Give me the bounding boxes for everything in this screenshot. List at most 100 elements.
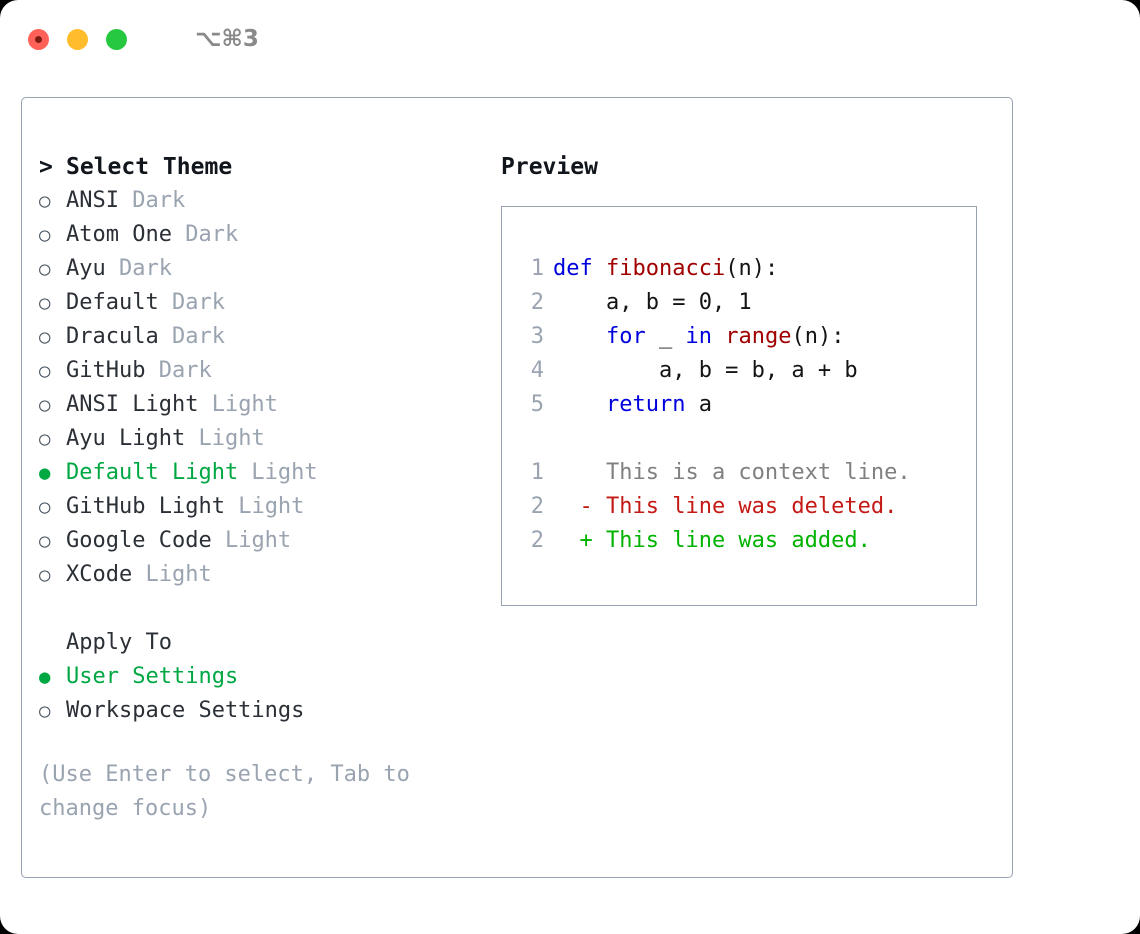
apply-to-option-label: Workspace Settings: [66, 698, 305, 723]
theme-list: ○ANSI Dark○Atom One Dark○Ayu Dark○Defaul…: [39, 184, 479, 592]
diff-line-ctx: 1 This is a context line.: [518, 456, 970, 490]
theme-option-default[interactable]: ○ Default Dark: [39, 286, 479, 320]
apply-to-option-workspace-settings[interactable]: ○Workspace Settings: [39, 694, 479, 728]
select-theme-heading: > Select Theme: [39, 150, 479, 184]
code-token-fn: fibonacci: [605, 256, 726, 281]
radio-selected-icon: ●: [39, 462, 51, 484]
theme-option-atom-one[interactable]: ○Atom One Dark: [39, 218, 479, 252]
theme-option-ansi[interactable]: ○ ANSI Dark: [39, 184, 479, 218]
close-button[interactable]: [28, 28, 49, 50]
theme-option-ayu-light[interactable]: ○ Ayu Light Light: [39, 422, 479, 456]
diff-text: This is a context line.: [605, 460, 911, 485]
theme-option-variant: Dark: [118, 188, 186, 213]
code-token-txt: (n):: [725, 256, 779, 281]
line-number: 2: [530, 528, 544, 553]
radio-unselected-icon: ○: [39, 292, 51, 314]
radio-unselected-icon: ○: [39, 394, 51, 416]
code-line: 2 a, b = 0, 1: [518, 286, 970, 320]
theme-option-variant: Dark: [171, 222, 239, 247]
theme-option-variant: Dark: [158, 324, 225, 349]
radio-selected-icon: ●: [39, 666, 51, 688]
radio-unselected-icon: ○: [39, 326, 51, 348]
theme-option-label: ANSI: [66, 188, 119, 213]
maximize-button[interactable]: [106, 28, 127, 50]
theme-option-github-light[interactable]: ○GitHub Light Light: [39, 490, 479, 524]
diff-line-add: 2 + This line was added.: [518, 524, 970, 558]
theme-option-ansi-light[interactable]: ○ ANSI Light Light: [39, 388, 479, 422]
code-token-txt: _: [645, 324, 686, 349]
theme-option-label: Default Light: [66, 460, 239, 485]
code-line: 3 for _ in range(n):: [518, 320, 970, 354]
radio-unselected-icon: ○: [39, 360, 51, 382]
theme-option-google-code[interactable]: ○Google Code Light: [39, 524, 479, 558]
code-token-txt: a: [685, 392, 712, 417]
theme-option-label: Ayu Light: [66, 426, 186, 451]
theme-option-label: Ayu: [66, 256, 106, 281]
radio-unselected-icon: ○: [39, 258, 51, 280]
theme-option-label: Google Code: [66, 528, 212, 553]
list-spacer: [39, 592, 479, 626]
code-token-kw: in: [685, 324, 726, 349]
radio-unselected-icon: ○: [39, 224, 51, 246]
theme-option-variant: Light: [198, 392, 278, 417]
line-number: 2: [530, 494, 544, 519]
keyboard-shortcut-label: ⌥⌘3: [195, 26, 259, 52]
theme-option-label: XCode: [66, 562, 133, 587]
theme-option-dracula[interactable]: ○ Dracula Dark: [39, 320, 479, 354]
code-blank-line: [518, 422, 970, 456]
apply-to-option-user-settings[interactable]: ● User Settings: [39, 660, 479, 694]
theme-option-variant: Light: [185, 426, 265, 451]
line-number: 1: [530, 460, 544, 485]
code-token-txt: [553, 320, 606, 354]
minimize-button[interactable]: [67, 28, 88, 50]
line-number: 1: [530, 256, 544, 281]
theme-option-variant: Dark: [158, 290, 225, 315]
theme-option-label: ANSI Light: [66, 392, 199, 417]
apply-to-option-label: User Settings: [66, 664, 239, 689]
theme-option-variant: Light: [238, 460, 318, 485]
theme-option-variant: Light: [211, 528, 292, 553]
code-line: 4 a, b = b, a + b: [518, 354, 970, 388]
theme-option-ayu[interactable]: ○ Ayu Dark: [39, 252, 479, 286]
apply-to-heading: Apply To: [39, 626, 479, 660]
radio-unselected-icon: ○: [39, 428, 51, 450]
radio-unselected-icon: ○: [39, 190, 51, 212]
theme-option-label: Dracula: [66, 324, 159, 349]
diff-marker: [553, 456, 606, 490]
theme-selection-column: > Select Theme ○ANSI Dark○Atom One Dark○…: [39, 150, 479, 826]
theme-option-label: Default: [66, 290, 159, 315]
title-bar: ⌥⌘3: [0, 0, 1140, 78]
theme-option-variant: Dark: [105, 256, 172, 281]
code-token-txt: [553, 388, 606, 422]
theme-option-xcode[interactable]: ○XCode Light: [39, 558, 479, 592]
diff-marker: -: [553, 494, 606, 519]
code-token-kw: return: [605, 392, 686, 417]
theme-option-github[interactable]: ○GitHub Dark: [39, 354, 479, 388]
theme-option-variant: Dark: [145, 358, 212, 383]
code-token-txt: (n):: [791, 324, 845, 349]
apply-to-list: ● User Settings ○Workspace Settings: [39, 660, 479, 728]
theme-picker-panel: > Select Theme ○ANSI Dark○Atom One Dark○…: [21, 97, 1013, 878]
line-number: 2: [530, 290, 544, 315]
line-number: 3: [530, 324, 544, 349]
theme-option-label: GitHub Light: [66, 494, 225, 519]
select-theme-title: Select Theme: [66, 154, 233, 180]
prompt-caret-icon: >: [39, 154, 53, 180]
code-token-fn: range: [725, 324, 792, 349]
theme-option-default-light[interactable]: ● Default Light Light: [39, 456, 479, 490]
diff-text: This line was deleted.: [605, 494, 898, 519]
code-token-txt: a, b = b, a + b: [553, 358, 858, 383]
diff-line-del: 2 - This line was deleted.: [518, 490, 970, 524]
line-number: 5: [530, 392, 544, 417]
code-line: 1 def fibonacci(n):: [518, 252, 970, 286]
preview-heading: Preview: [501, 154, 598, 180]
diff-marker: +: [553, 528, 606, 553]
code-token-kw: def: [553, 256, 606, 281]
apply-to-title: Apply To: [66, 630, 172, 655]
theme-option-variant: Light: [132, 562, 212, 587]
diff-text: This line was added.: [605, 528, 871, 553]
